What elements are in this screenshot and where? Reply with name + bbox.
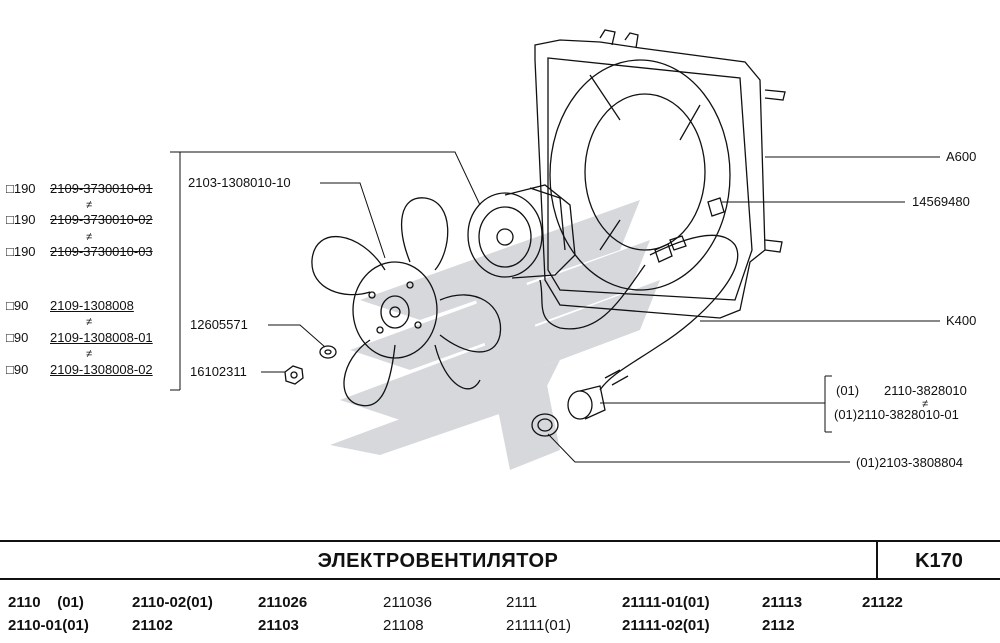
section-code: K170 <box>915 550 963 572</box>
part-number-label: 2109-1308008 <box>50 298 134 313</box>
fan-impeller <box>311 197 502 407</box>
model-code: 21108 <box>383 617 424 634</box>
watermark-logo <box>330 200 660 470</box>
not-equal-symbol: ≠ <box>86 316 93 328</box>
temperature-switch <box>567 385 606 420</box>
model-code: 211026 <box>258 594 308 611</box>
clip-part-number: 14569480 <box>912 194 970 209</box>
model-code: 21111(01) <box>506 617 572 634</box>
nut <box>284 365 304 385</box>
model-code: 21122 <box>862 594 903 611</box>
not-equal-symbol: ≠ <box>86 199 93 211</box>
washer <box>319 345 337 359</box>
washer-part-number: 12605571 <box>190 317 248 332</box>
model-code: 2110-01(01) <box>8 617 89 634</box>
model-code: 21102 <box>132 617 173 634</box>
switch-prefix: (01) <box>836 383 860 398</box>
section-title: ЭЛЕКТРОВЕНТИЛЯТОР <box>317 550 559 572</box>
not-equal-symbol: ≠ <box>86 231 93 243</box>
model-code: 21103 <box>258 617 299 634</box>
leader-lines <box>170 151 940 463</box>
fan-part-number: 2103-1308010-10 <box>188 175 291 190</box>
exploded-view-drawing <box>170 29 940 470</box>
part-number-label: 2109-1308008-02 <box>50 362 153 377</box>
not-equal-symbol: ≠ <box>86 348 93 360</box>
fan-motor <box>467 184 646 330</box>
nut-part-number: 16102311 <box>190 364 247 379</box>
model-code: 21111-01(01) <box>622 594 710 611</box>
prefix-label: □90 <box>6 362 29 377</box>
switch-part-number: 2110-3828010 <box>884 383 967 398</box>
model-code: 211036 <box>383 594 432 611</box>
not-equal-symbol: ≠ <box>922 398 929 410</box>
part-number-label: 2109-3730010-03 <box>50 244 153 259</box>
prefix-label: □190 <box>6 244 36 259</box>
part-number-label: 2109-3730010-02 <box>50 212 153 227</box>
model-code: 21113 <box>762 594 803 611</box>
prefix-label: □90 <box>6 330 29 345</box>
fan-shroud <box>534 29 786 319</box>
wire-harness <box>599 197 739 391</box>
prefix-label: □90 <box>6 298 29 313</box>
part-number-label: 2109-3730010-01 <box>50 181 153 196</box>
sealing-ring <box>531 413 559 437</box>
prefix-label: □190 <box>6 181 36 196</box>
model-code: 2112 <box>762 617 795 634</box>
harness-part-number: K400 <box>946 313 977 328</box>
title-divider <box>876 542 878 578</box>
switch-alt-part-number: (01)2110-3828010-01 <box>834 407 959 422</box>
title-block: ЭЛЕКТРОВЕНТИЛЯТОР K170 <box>0 540 1000 580</box>
model-code: 2110-02(01) <box>132 594 213 611</box>
model-code: 2111 <box>506 594 538 611</box>
seal-part-number: (01)2103-3808804 <box>856 455 963 470</box>
part-number-label: 2109-1308008-01 <box>50 330 153 345</box>
model-code: 21111-02(01) <box>622 617 710 634</box>
shroud-part-number: A600 <box>946 149 977 164</box>
prefix-label: □190 <box>6 212 36 227</box>
model-code: 2110 (01) <box>8 594 84 611</box>
